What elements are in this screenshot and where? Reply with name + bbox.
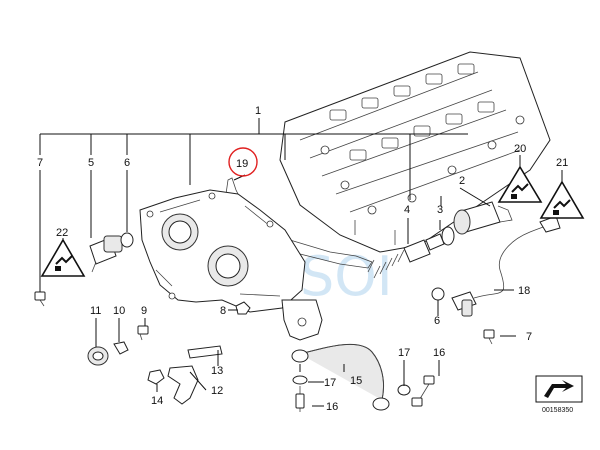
callout-18: 18 — [518, 285, 530, 297]
plug-10 — [113, 341, 129, 355]
callout-9: 9 — [141, 305, 147, 317]
solenoid-valve — [89, 235, 123, 273]
piston-spring-4 — [367, 233, 445, 279]
nut-8 — [235, 301, 251, 315]
actuator-2 — [453, 201, 513, 235]
callout-5: 5 — [88, 157, 94, 169]
bracket-12 — [167, 365, 199, 405]
cylinder-head — [279, 51, 551, 253]
callout-19: 19 — [236, 158, 248, 170]
callout-13: 13 — [211, 365, 223, 377]
o-ring-6b — [431, 287, 445, 301]
callout-7b: 7 — [526, 331, 532, 343]
callout-15: 15 — [350, 375, 362, 387]
direction-arrow-icon — [535, 375, 583, 403]
callout-6b: 6 — [434, 315, 440, 327]
oil-line — [291, 343, 390, 412]
vanos-unit — [139, 189, 323, 341]
callout-17a: 17 — [324, 377, 336, 389]
nut-14 — [147, 369, 165, 385]
o-ring — [120, 232, 134, 248]
callout-21: 21 — [556, 157, 568, 169]
sensor-18 — [451, 215, 561, 317]
seal-ring-11 — [87, 346, 109, 366]
callout-16b: 16 — [433, 347, 445, 359]
callout-11: 11 — [90, 305, 101, 317]
callout-7a: 7 — [37, 157, 43, 169]
callout-3: 3 — [437, 204, 443, 216]
callout-16a: 16 — [326, 401, 338, 413]
banjo-bolt-16 — [411, 375, 435, 407]
callout-8: 8 — [220, 305, 226, 317]
leader-lines — [39, 118, 563, 407]
callout-19-highlight — [228, 147, 258, 177]
callout-17b: 17 — [398, 347, 410, 359]
callout-14: 14 — [151, 395, 163, 407]
diagram-number: 00158350 — [542, 407, 573, 414]
electrical-warning-triangle-icon — [539, 180, 585, 219]
callout-labels: 1 2 3 4 5 6 6 7 7 8 9 10 11 12 13 14 15 … — [37, 105, 568, 413]
callout-10: 10 — [113, 305, 125, 317]
stud-13 — [187, 345, 223, 359]
callout-12: 12 — [211, 385, 223, 397]
callout-22: 22 — [56, 227, 68, 239]
callout-2: 2 — [459, 175, 465, 187]
callout-1: 1 — [255, 105, 261, 117]
screw-9 — [137, 325, 149, 341]
callout-4: 4 — [404, 204, 410, 216]
electrical-warning-triangle-icon — [40, 238, 86, 277]
o-ring-3 — [441, 226, 455, 246]
electrical-warning-triangle-icon — [497, 165, 543, 203]
watermark-text: SOI — [300, 245, 393, 308]
bolt — [34, 291, 46, 307]
bolt-7b — [483, 329, 495, 345]
callout-6a: 6 — [124, 157, 130, 169]
callout-20: 20 — [514, 143, 526, 155]
washer-17 — [397, 384, 411, 396]
